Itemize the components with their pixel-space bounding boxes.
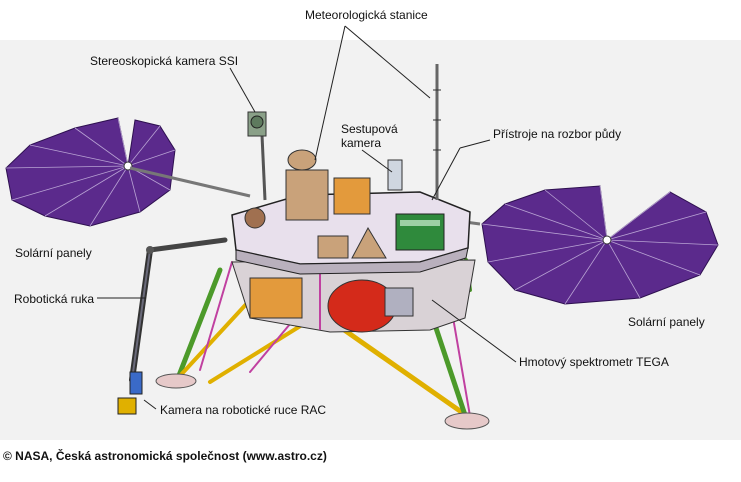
leader-descent — [361, 149, 393, 173]
leader-meteo-right — [344, 25, 431, 99]
label-robotic-arm: Robotická ruka — [14, 292, 95, 306]
leader-rac — [143, 399, 157, 410]
label-rac-camera: Kamera na robotické ruce RAC — [160, 403, 327, 417]
label-meteorological-station: Meteorologická stanice — [305, 8, 428, 22]
label-solar-panels-right: Solární panely — [628, 315, 705, 329]
meteorological-mast — [433, 64, 441, 200]
ssi-camera-mast — [247, 111, 267, 201]
image-credit: © NASA, Česká astronomická společnost (w… — [3, 449, 327, 463]
robotic-arm — [117, 237, 228, 415]
leader-soil-a — [459, 139, 491, 149]
label-solar-panels-left: Solární panely — [15, 246, 92, 260]
leader-meteo-left — [314, 25, 346, 161]
right-solar-panel — [481, 185, 719, 305]
lander-deck — [231, 149, 471, 275]
left-panel-boom — [129, 166, 251, 198]
lander-body-lower — [231, 259, 476, 333]
leader-ssi — [229, 67, 256, 113]
label-tega-spectrometer: Hmotový spektrometr TEGA — [519, 355, 669, 369]
leader-tega — [431, 299, 517, 363]
label-ssi-camera: Stereoskopická kamera SSI — [90, 54, 239, 68]
leader-soil-b — [431, 147, 461, 201]
leader-lines — [97, 25, 517, 410]
label-soil-instruments: Přístroje na rozbor půdy — [493, 127, 622, 141]
label-descent-camera: Sestupová kamera — [341, 122, 398, 150]
